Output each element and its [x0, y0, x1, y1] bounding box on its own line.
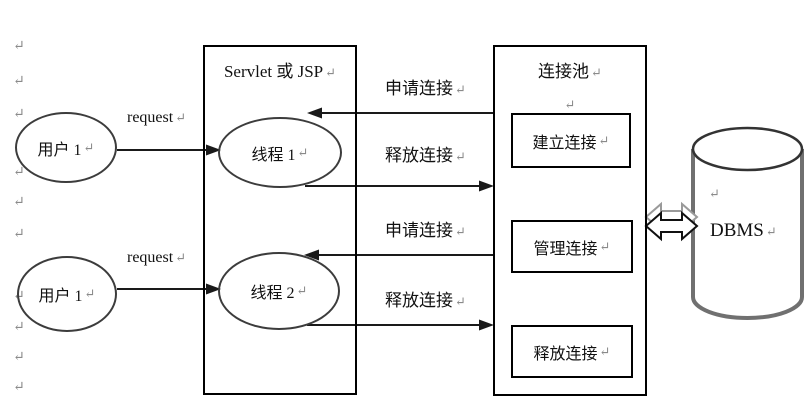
paragraph-mark-icon: ↵	[13, 227, 25, 242]
paragraph-mark-icon: ↵	[13, 107, 25, 122]
dbms-cylinder-body	[691, 149, 804, 320]
thread-2-label: 线程 2	[250, 285, 295, 302]
paragraph-mark-icon: ↵	[13, 320, 25, 335]
release-bottom-arrowhead-icon	[479, 319, 494, 331]
return-mark-icon: ↵	[83, 139, 95, 155]
return-mark-icon: ↵	[297, 144, 309, 160]
servlet-jsp-box: Servlet 或 JSP↵	[203, 45, 357, 395]
return-mark-icon: ↵	[599, 343, 611, 359]
return-mark-icon: ↵	[325, 65, 337, 80]
release-bottom-label: 释放连接	[385, 291, 453, 310]
pool-step-manage-label: 管理连接	[533, 240, 598, 258]
return-mark-icon: ↵	[765, 224, 777, 239]
release-top-arrowhead-icon	[479, 180, 494, 192]
release-top-label: 释放连接	[385, 146, 453, 165]
dbms-label-wrap: DBMS↵	[710, 220, 777, 242]
apply-top-arrowhead-icon	[307, 107, 322, 119]
apply-top-label: 申请连接	[385, 79, 453, 98]
release-bottom-label-wrap: 释放连接↵	[385, 286, 466, 311]
request-top-label: request	[127, 109, 174, 126]
pool-step-release-label: 释放连接	[533, 345, 598, 363]
dbms-cylinder-top	[691, 126, 804, 172]
pool-step-manage-box: 管理连接↵	[511, 220, 633, 273]
return-mark-icon: ↵	[599, 238, 611, 254]
user-2-ellipse: 用户 1↵	[17, 256, 117, 332]
apply-bottom-label-wrap: 申请连接↵	[385, 216, 466, 241]
request-bottom-label-wrap: request↵	[127, 249, 186, 267]
return-mark-icon: ↵	[591, 65, 602, 80]
pool-step-release-box: 释放连接↵	[511, 325, 633, 378]
connection-pool-title: 连接池	[538, 62, 590, 81]
servlet-jsp-title: Servlet 或 JSP	[223, 62, 324, 81]
return-mark-icon: ↵	[175, 250, 187, 265]
paragraph-mark-icon: ↵	[13, 380, 25, 395]
paragraph-mark-icon: ↵	[13, 165, 25, 180]
return-mark-icon: ↵	[455, 82, 466, 97]
return-mark-icon: ↵	[175, 110, 187, 125]
return-mark-icon: ↵	[598, 132, 610, 148]
return-mark-icon: ↵	[455, 224, 466, 239]
paragraph-mark-icon: ↵	[564, 97, 576, 112]
double-arrow-icon	[644, 210, 699, 242]
paragraph-mark-icon: ↵	[13, 39, 25, 54]
apply-bottom-arrowhead-icon	[304, 249, 319, 261]
return-mark-icon: ↵	[455, 294, 466, 309]
return-mark-icon: ↵	[296, 283, 308, 298]
return-mark-icon: ↵	[84, 286, 96, 301]
thread-2-ellipse: 线程 2↵	[218, 252, 340, 330]
connection-pool-title-wrap: 连接池↵	[495, 57, 645, 82]
request-top-label-wrap: request↵	[127, 109, 186, 127]
connection-pool-box: 连接池↵ ↵ 建立连接↵ 管理连接↵ 释放连接↵	[493, 45, 647, 396]
thread-1-ellipse: 线程 1↵	[218, 117, 342, 188]
user-2-label: 用户 1	[38, 288, 83, 305]
release-top-label-wrap: 释放连接↵	[385, 141, 466, 166]
request-top-arrowhead-icon	[206, 144, 221, 156]
paragraph-mark-icon: ↵	[13, 195, 25, 210]
dbms-label: DBMS	[710, 220, 764, 241]
paragraph-mark-icon: ↵	[13, 74, 25, 89]
request-bottom-label: request	[127, 249, 174, 266]
paragraph-mark-icon: ↵	[709, 186, 720, 201]
pool-step-create-box: 建立连接↵	[511, 113, 631, 168]
pool-step-create-label: 建立连接	[532, 134, 597, 152]
paragraph-mark-icon: ↵	[13, 350, 25, 365]
servlet-jsp-title-wrap: Servlet 或 JSP↵	[205, 57, 355, 82]
user-1-ellipse: 用户 1↵	[15, 112, 117, 183]
user-1-label: 用户 1	[37, 141, 82, 159]
apply-top-label-wrap: 申请连接↵	[385, 74, 466, 99]
request-bottom-arrowhead-icon	[206, 283, 221, 295]
thread-1-label: 线程 1	[251, 146, 296, 164]
apply-bottom-label: 申请连接	[385, 221, 453, 240]
return-mark-icon: ↵	[455, 149, 466, 164]
